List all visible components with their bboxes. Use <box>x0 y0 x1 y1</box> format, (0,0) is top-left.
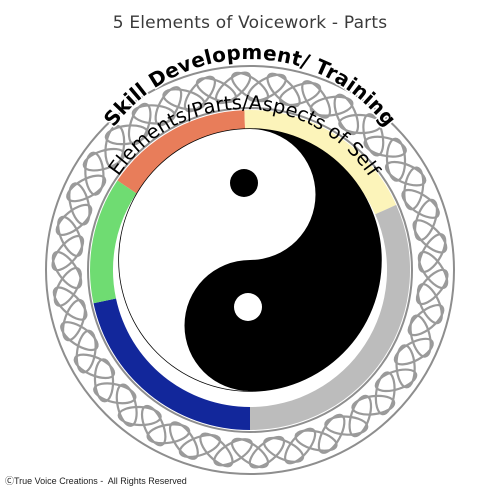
page-title: 5 Elements of Voicework - Parts <box>112 13 388 33</box>
yin-yang-symbol <box>118 128 382 392</box>
celtic-knot-border <box>45 65 455 475</box>
yang-eye-dot <box>234 293 262 321</box>
knot-loop <box>131 104 176 125</box>
knot-loop <box>348 394 373 438</box>
knot-loop <box>374 368 418 393</box>
knot-loop <box>333 93 360 136</box>
knot-loop <box>301 80 332 119</box>
knot-loop <box>68 182 91 226</box>
knot-loop <box>338 113 383 135</box>
knot-loop <box>195 77 237 104</box>
yang-half <box>119 129 316 391</box>
knot-loop <box>230 71 270 103</box>
knot-loop <box>248 435 286 469</box>
knot-loop <box>418 233 447 273</box>
knot-loop <box>401 188 440 219</box>
copyright-footer: ⒸTrue Voice Creations - All Rights Reser… <box>5 476 187 486</box>
segment-green <box>90 180 137 304</box>
knot-loop <box>93 358 115 403</box>
segment-gray <box>250 204 411 431</box>
knot-loop <box>60 321 99 352</box>
knot-loop <box>266 72 301 108</box>
knot-loop <box>115 383 138 427</box>
knot-loop <box>393 337 434 366</box>
knot-loop <box>294 429 338 452</box>
knot-loop <box>214 71 252 105</box>
knot-loop <box>162 88 206 111</box>
knot-loop <box>417 250 449 290</box>
knot-loop <box>104 124 149 146</box>
knot-loop <box>104 124 126 169</box>
knot-loop <box>51 234 85 272</box>
knot-loop <box>416 283 443 325</box>
segment-orange <box>117 110 246 194</box>
knot-loop <box>385 137 407 182</box>
knot-loop <box>278 81 322 107</box>
knot-loop <box>178 433 222 459</box>
knot-loop <box>213 438 253 467</box>
knot-loop <box>351 394 396 416</box>
yin-eye-dot <box>230 169 258 197</box>
knot-loop <box>73 353 116 380</box>
knot-loop <box>183 75 216 113</box>
knot-loop <box>284 427 317 465</box>
knot-loop <box>82 147 126 172</box>
knot-loop <box>84 151 105 196</box>
knot-loop <box>55 203 93 236</box>
knot-loop <box>247 73 287 102</box>
knot-loop <box>309 95 354 117</box>
knot-loop <box>412 219 448 254</box>
knot-loop <box>413 198 439 242</box>
knot-loop <box>75 329 97 374</box>
knot-loop <box>61 298 87 342</box>
knot-loop <box>52 286 88 321</box>
knot-loop <box>199 432 234 468</box>
knot-loop <box>395 344 416 389</box>
knot-loop <box>374 371 396 416</box>
knot-loop <box>363 135 407 158</box>
knot-loop <box>57 215 84 257</box>
knot-loop <box>230 437 270 469</box>
knot-loop <box>140 404 167 447</box>
knot-loop <box>117 405 162 427</box>
knot-loop <box>127 102 152 146</box>
segment-blue <box>93 298 250 430</box>
knot-loop <box>409 314 432 358</box>
knot-loop <box>324 415 369 436</box>
knot-loop <box>51 250 83 290</box>
knot-loop <box>384 160 427 187</box>
knot-loop <box>168 421 199 460</box>
knot-loop <box>66 174 107 203</box>
knot-loop <box>146 423 191 445</box>
knot-loop <box>93 382 137 405</box>
knot-loop <box>53 267 82 307</box>
knot-loop <box>407 304 445 337</box>
knot-loop <box>154 86 183 127</box>
knot-loop <box>403 166 425 211</box>
knot-loop <box>362 113 385 157</box>
knot-loop <box>317 413 346 454</box>
knot-loop <box>415 268 449 306</box>
knot-loop <box>263 436 305 463</box>
